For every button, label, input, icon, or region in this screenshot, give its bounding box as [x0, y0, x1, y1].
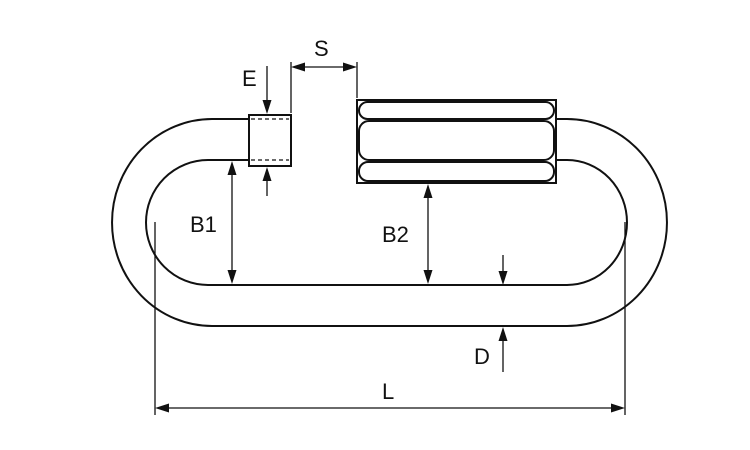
b1-arrow-bottom	[227, 270, 237, 284]
d-arrow-bottom	[498, 327, 508, 341]
outer-left-arc	[111, 118, 249, 327]
sleeve-band-2	[358, 120, 555, 161]
label-b1: B1	[190, 212, 217, 237]
l-arrow-right	[611, 403, 625, 413]
b2-arrow-bottom	[423, 270, 433, 284]
b2-arrow-top	[423, 184, 433, 198]
e-arrow-bottom	[262, 167, 272, 181]
e-arrow-top	[262, 100, 272, 114]
wire-end	[248, 114, 292, 167]
dimension-l: L	[154, 222, 626, 415]
inner-left-arc	[145, 159, 249, 286]
label-b2: B2	[382, 222, 409, 247]
b1-arrow-top	[227, 161, 237, 175]
dimension-d: D	[474, 255, 508, 372]
link-body	[111, 118, 668, 327]
sleeve-outline	[356, 99, 557, 184]
outer-right-arc	[556, 118, 668, 327]
label-e: E	[242, 66, 257, 91]
wire-end-box	[248, 114, 292, 167]
s-arrow-left	[291, 62, 305, 72]
label-d: D	[474, 344, 490, 369]
sleeve-band-1	[358, 101, 555, 120]
d-arrow-top	[498, 271, 508, 285]
label-s: S	[314, 36, 329, 61]
sleeve-band-3	[358, 161, 555, 182]
label-l: L	[382, 379, 394, 404]
dimension-b1: B1	[190, 161, 237, 284]
dimension-s: S	[290, 36, 358, 113]
l-arrow-left	[155, 403, 169, 413]
dimension-e: E	[242, 66, 272, 196]
dimension-b2: B2	[382, 184, 433, 284]
inner-right-arc	[556, 159, 628, 286]
threaded-sleeve	[356, 99, 557, 184]
s-arrow-right	[343, 62, 357, 72]
